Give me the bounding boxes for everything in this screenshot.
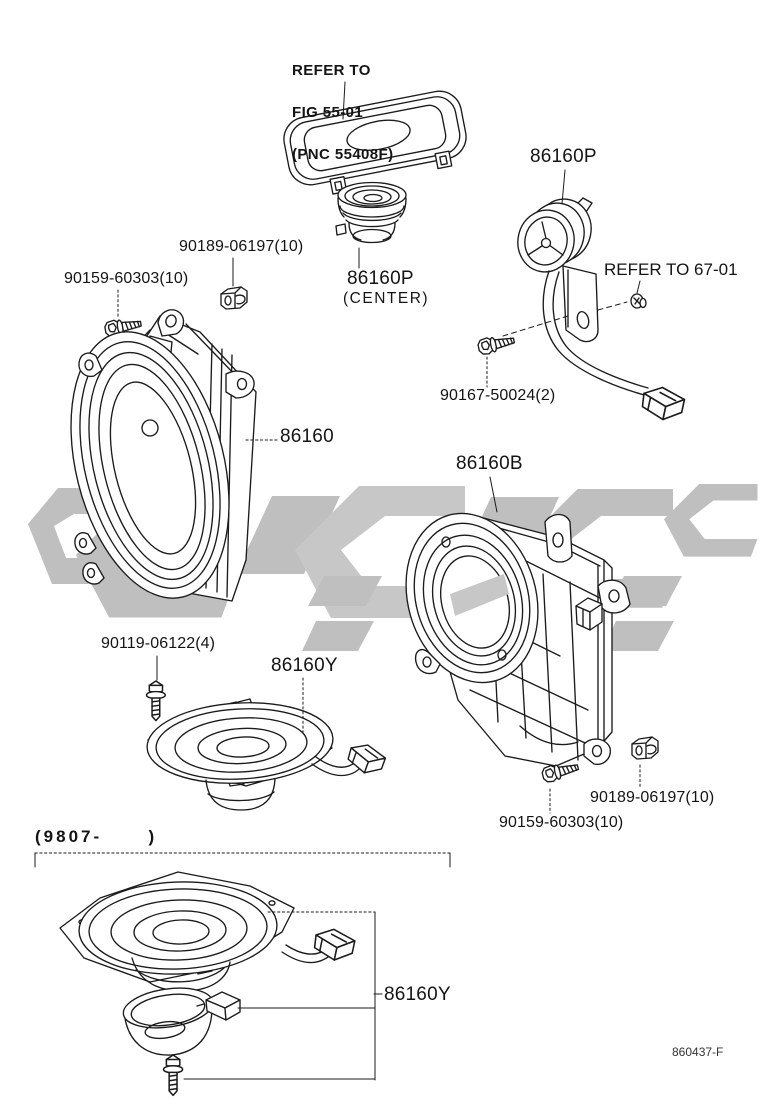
refer-fig-note: REFER TO FIG 55-01 (PNC 55408F) <box>292 36 394 176</box>
bolt-mid-label: 90119-06122(4) <box>101 635 216 652</box>
bottom-speaker-connector-drawing <box>311 925 358 965</box>
clip-90189-bottom-drawing <box>631 736 659 760</box>
figure-code: 860437-F <box>672 1045 724 1059</box>
screw-90167-drawing <box>476 331 517 357</box>
enclosure-86160-drawing <box>70 309 257 602</box>
mid-speaker-code: 86160Y <box>271 655 338 676</box>
refer-fig-line3: (PNC 55408F) <box>292 146 394 163</box>
tweeter-connector-drawing <box>638 383 687 424</box>
date-range-label: (9807- ) <box>35 827 158 846</box>
bolt-90119-drawing <box>145 680 166 722</box>
center-speaker-drawing <box>335 181 407 244</box>
refer-fig-line1: REFER TO <box>292 62 371 79</box>
nut-6701-drawing <box>630 293 647 309</box>
mid-speaker-86160y-drawing <box>146 698 363 811</box>
bracket-code: 86160B <box>456 453 523 474</box>
bottom-bowl-drawing <box>122 987 241 1056</box>
bracket-86160b-drawing <box>405 512 631 767</box>
clip-top-label: 90189-06197(10) <box>179 238 304 255</box>
refer-6701-note: REFER TO 67-01 <box>604 260 738 279</box>
bottom-screw-drawing <box>162 1054 184 1097</box>
screw-top-label: 90159-60303(10) <box>64 270 189 287</box>
speaker-grille-drawing <box>283 90 467 195</box>
tweeter-86160p-drawing <box>517 197 649 397</box>
mid-speaker-connector-drawing <box>343 739 389 779</box>
bottom-group-callout-lines <box>183 911 383 1081</box>
tweeter-screw-label: 90167-50024(2) <box>440 387 556 404</box>
leader-lines <box>117 81 641 814</box>
tweeter-code: 86160P <box>530 146 597 167</box>
enclosure-code: 86160 <box>280 426 334 447</box>
bottom-speaker-86160y-drawing <box>59 871 335 992</box>
clip-90189-top-drawing <box>220 286 248 310</box>
date-bracket <box>34 852 451 868</box>
center-speaker-note: (CENTER) <box>343 290 430 307</box>
screw-bottom-label: 90159-60303(10) <box>499 814 624 831</box>
bottom-speaker-code: 86160Y <box>384 984 451 1005</box>
refer-fig-line2: FIG 55-01 <box>292 104 364 121</box>
center-speaker-code: 86160P <box>347 268 414 289</box>
clip-bottom-label: 90189-06197(10) <box>590 789 715 806</box>
